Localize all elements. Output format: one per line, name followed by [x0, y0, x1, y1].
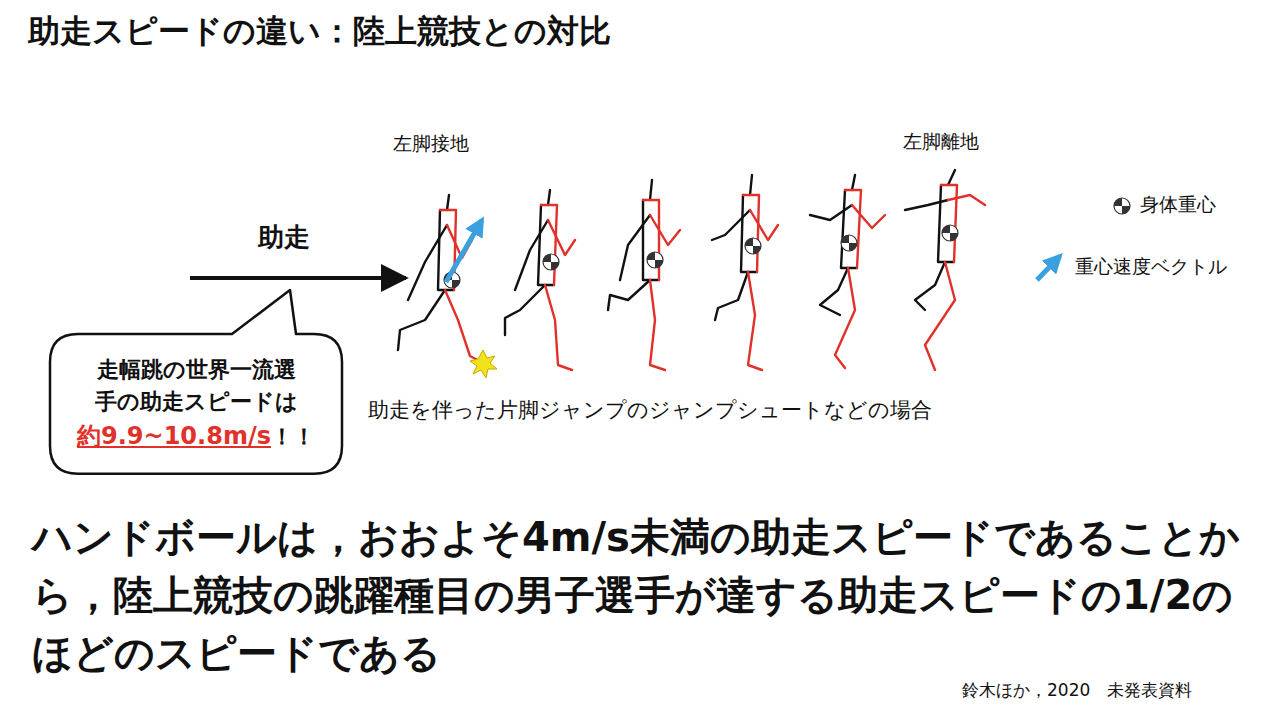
note: 助走を伴った片脚ジャンプのジャンプシュートなどの場合 [368, 398, 932, 423]
limb [515, 220, 548, 290]
limb [845, 190, 861, 268]
limb [398, 290, 445, 350]
limb [712, 210, 750, 240]
limb [505, 285, 545, 335]
cog-wedge [655, 260, 663, 268]
cog-symbol [745, 238, 761, 254]
cog-symbol [647, 252, 663, 268]
limb [650, 215, 680, 245]
cog-wedge [1114, 198, 1122, 206]
cog-wedge [745, 238, 753, 246]
cog-wedge [950, 233, 958, 241]
limb [941, 185, 957, 262]
limb [852, 205, 885, 228]
limb [741, 195, 757, 272]
cog-wedge [753, 246, 761, 254]
stick-figure [712, 175, 778, 370]
conclusion: ハンドボールは，おおよそ4m/s未満の助走スピードであることから，陸上競技の跳躍… [32, 508, 1257, 682]
cog-wedge [849, 243, 857, 251]
limb [750, 210, 778, 240]
stick-figures [398, 170, 985, 370]
limb [447, 195, 449, 210]
cog-wedge [551, 262, 559, 270]
legend-text: 重心速度ベクトル [1075, 255, 1227, 278]
limb [541, 205, 557, 285]
limb [620, 215, 650, 280]
limb [841, 190, 857, 268]
bubble-text: 走幅跳の世界一流選手の助走スピードは [94, 354, 299, 418]
limb [743, 195, 759, 272]
stick-figure [505, 190, 575, 370]
limb [545, 285, 572, 370]
cog-wedge [647, 252, 655, 260]
limb [715, 272, 748, 320]
limb [445, 290, 481, 362]
limb [820, 268, 848, 315]
arrow-label: 助走 [258, 222, 310, 253]
cog-wedge [942, 225, 950, 233]
limb [905, 200, 948, 210]
speech-bubble: 走幅跳の世界一流選手の助走スピードは約9.9~10.8m/s！！ [50, 334, 342, 474]
cog-wedge [452, 280, 460, 288]
exclamation: ！！ [271, 424, 315, 449]
limb [925, 262, 955, 370]
bubble-shape [50, 290, 342, 474]
limb [538, 205, 554, 285]
cog-wedge [543, 254, 551, 262]
legend-text: 身体重心 [1140, 193, 1216, 216]
approach-arrow [190, 276, 406, 280]
velocity-vector [446, 220, 482, 282]
stick-figure [398, 195, 481, 362]
citation: 鈴木ほか，2020 未発表資料 [962, 680, 1192, 700]
cog-symbol [942, 225, 958, 241]
speed-value: 約9.9~10.8m/s [77, 422, 271, 450]
contact-spark [470, 350, 497, 378]
limb [938, 185, 954, 262]
cog-wedge [1122, 206, 1130, 214]
legend-vector-sample [1037, 256, 1060, 280]
limb [852, 175, 855, 190]
limb [548, 220, 575, 255]
limb [810, 205, 852, 220]
limb [408, 225, 447, 300]
limb [650, 280, 665, 370]
title: 助走スピードの違い：陸上競技との対比 [28, 12, 611, 50]
stick-figure [810, 175, 885, 368]
limb [750, 175, 752, 195]
limb [650, 180, 652, 200]
legend-cog-sample [1114, 198, 1130, 214]
stick-figure [905, 170, 985, 370]
limb [748, 272, 762, 370]
limb [915, 262, 945, 310]
stick-figure [608, 180, 680, 370]
phase-label: 左脚離地 [903, 130, 979, 153]
cog-symbol [1114, 198, 1130, 214]
limb [835, 268, 855, 368]
cog-wedge [841, 235, 849, 243]
limb [948, 195, 985, 205]
phase-label: 左脚接地 [393, 132, 469, 155]
cog-symbol [543, 254, 559, 270]
limb [948, 170, 955, 185]
cog-symbol [841, 235, 857, 251]
limb [548, 190, 550, 205]
limb [608, 280, 650, 310]
